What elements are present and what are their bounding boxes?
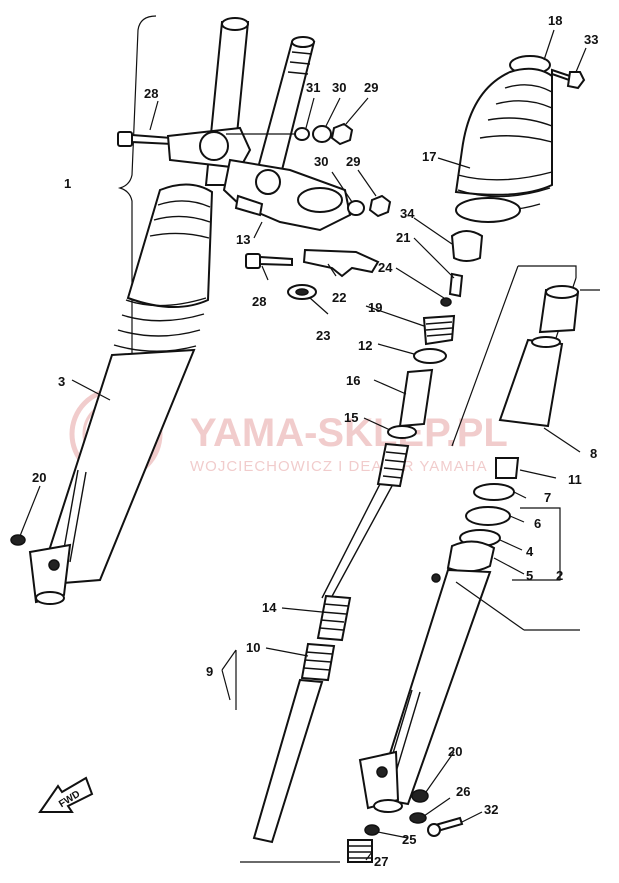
callout-10: 10 [246, 640, 260, 655]
washer-20-right [411, 789, 429, 803]
callout-5: 5 [526, 568, 533, 583]
oil-seal-6 [465, 506, 511, 526]
steering-stem [256, 36, 316, 172]
callout-27: 27 [374, 854, 388, 869]
callout-4: 4 [526, 544, 534, 559]
callout-19: 19 [368, 300, 382, 315]
fwd-arrow-icon: FWD [38, 776, 94, 813]
cable-guide-22 [302, 248, 380, 278]
washer-31 [294, 127, 310, 141]
callout-24: 24 [378, 260, 393, 275]
callout-22: 22 [332, 290, 346, 305]
callout-9: 9 [206, 664, 213, 679]
callout-12: 12 [358, 338, 372, 353]
bolt-27 [347, 839, 373, 863]
callout-7: 7 [544, 490, 551, 505]
washer-30-upper [312, 125, 332, 143]
callout-14: 14 [262, 600, 277, 615]
nut-29-lower [368, 194, 392, 218]
callout-8: 8 [590, 446, 597, 461]
callout-17: 17 [422, 149, 436, 164]
inner-tube-8 [498, 338, 564, 428]
callout-15: 15 [344, 410, 358, 425]
callout-16: 16 [346, 373, 360, 388]
o-ring-24 [440, 297, 452, 307]
callout-23: 23 [316, 328, 330, 343]
callout-30-lower: 30 [314, 154, 328, 169]
fork-spring [321, 442, 410, 601]
piston-ring-10 [300, 642, 336, 682]
watermark-brand: YAMA-SKLEP.PL [190, 411, 508, 455]
nut-29-upper [330, 122, 354, 146]
bracket-2 [512, 507, 561, 581]
right-fork-boot-17 [454, 55, 553, 223]
washer-7 [473, 483, 515, 501]
callout-32: 32 [484, 802, 498, 817]
spacer-16 [398, 368, 434, 428]
bolt-28-upper [117, 131, 173, 147]
watermark: YAMA-SKLEP.PL WOJCIECHOWICZ I DEALER YAM… [69, 387, 508, 481]
seat-15 [387, 425, 417, 439]
callouts: 1 2 3 4 5 6 7 8 9 10 11 12 13 14 15 16 1… [32, 13, 598, 869]
callout-3: 3 [58, 374, 65, 389]
callout-11: 11 [568, 472, 582, 487]
piston-metal-11 [495, 457, 520, 479]
callout-21: 21 [396, 230, 410, 245]
washer-20-left [10, 534, 26, 546]
left-fork-assembly [28, 17, 250, 605]
bolt-32 [427, 816, 464, 837]
washer-26 [409, 812, 427, 824]
rebound-spring-14 [316, 594, 352, 642]
o-ring-12 [413, 348, 447, 364]
callout-34: 34 [400, 206, 415, 221]
dust-seal-5 [446, 540, 496, 573]
right-axle-boss [358, 750, 400, 810]
callout-25: 25 [402, 832, 416, 847]
washer-30-lower [347, 200, 365, 216]
screw-33 [551, 68, 586, 90]
callout-6: 6 [534, 516, 541, 531]
callout-33: 33 [584, 32, 598, 47]
left-axle-boss [28, 543, 72, 604]
watermark-subtitle: WOJCIECHOWICZ I DEALER YAMAHA [190, 458, 488, 475]
callout-31: 31 [306, 80, 320, 95]
callout-28-upper: 28 [144, 86, 158, 101]
callout-20-left: 20 [32, 470, 46, 485]
callout-29-lower: 29 [346, 154, 360, 169]
callout-30-upper: 30 [332, 80, 346, 95]
steering-shaft [256, 41, 316, 172]
bracket-9 [221, 649, 237, 710]
leader-lines [19, 29, 587, 861]
callout-20-right: 20 [448, 744, 462, 759]
washer-25 [364, 824, 380, 836]
air-valve-21 [448, 272, 464, 298]
callout-18: 18 [548, 13, 562, 28]
bracket-1 [117, 15, 157, 395]
left-fork-boot [126, 183, 214, 308]
damper-rod-9 [252, 678, 324, 844]
callout-2: 2 [556, 568, 563, 583]
bolt-28-lower [245, 253, 293, 269]
callout-28-lower: 28 [252, 294, 266, 309]
callout-29-upper: 29 [364, 80, 378, 95]
cap-34 [450, 230, 484, 262]
callout-26: 26 [456, 784, 470, 799]
callout-1: 1 [64, 176, 71, 191]
callout-13: 13 [236, 232, 250, 247]
